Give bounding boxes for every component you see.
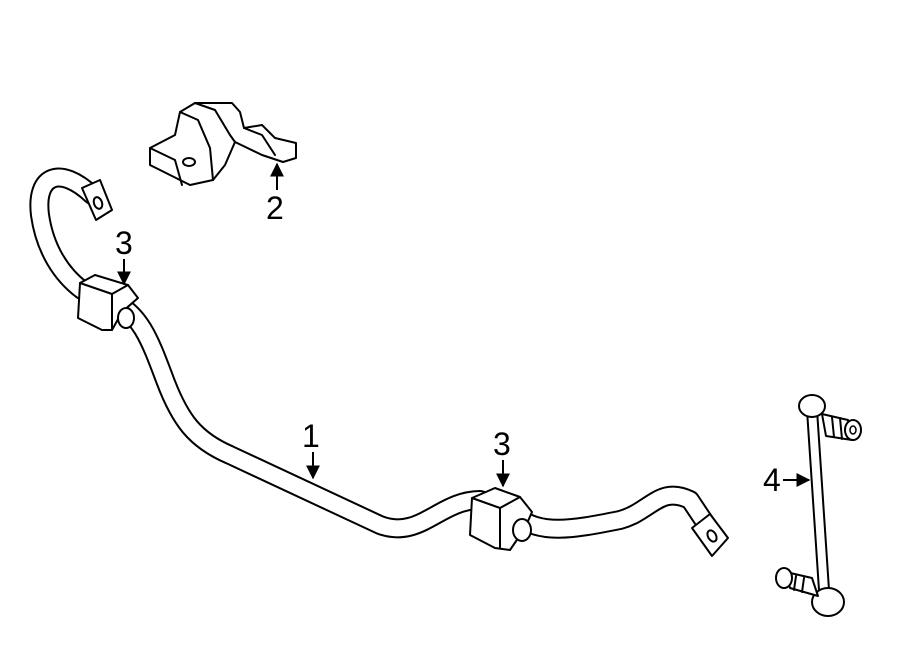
bushing-bracket[interactable] bbox=[149, 102, 297, 186]
callout-2: 2 bbox=[266, 162, 284, 226]
callout-4: 4 bbox=[763, 462, 811, 498]
stabilizer-bar[interactable] bbox=[29, 167, 729, 557]
callout-4-label: 4 bbox=[763, 462, 781, 498]
callout-1-label: 1 bbox=[302, 418, 320, 454]
bushing-right[interactable] bbox=[469, 487, 533, 551]
callout-2-label: 2 bbox=[266, 190, 284, 226]
callout-3-right: 3 bbox=[493, 426, 511, 488]
callout-3-left: 3 bbox=[115, 225, 133, 286]
bar-left-end-eye bbox=[81, 179, 113, 221]
bar-right-end-eye bbox=[691, 513, 729, 557]
link-bottom-ball-joint bbox=[775, 567, 845, 617]
stabilizer-link[interactable] bbox=[775, 394, 862, 617]
bushing-left[interactable] bbox=[77, 274, 139, 331]
callout-3-left-label: 3 bbox=[115, 225, 133, 261]
callout-1: 1 bbox=[302, 418, 320, 480]
link-top-ball-joint bbox=[798, 394, 862, 441]
callout-3-right-label: 3 bbox=[493, 426, 511, 462]
